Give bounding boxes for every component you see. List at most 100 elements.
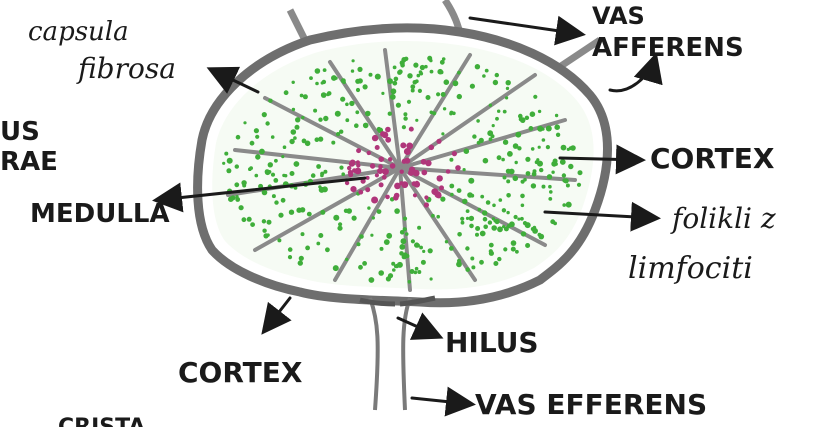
follicle-dot <box>318 233 323 238</box>
medulla-dot <box>425 160 431 166</box>
follicle-dot <box>506 193 511 198</box>
follicle-dot <box>472 134 476 138</box>
follicle-dot <box>526 171 531 176</box>
follicle-dot <box>341 172 345 176</box>
follicle-dot <box>283 145 287 149</box>
follicle-dot <box>424 65 428 69</box>
follicle-dot <box>305 246 310 251</box>
follicle-dot <box>440 197 445 202</box>
follicle-dot <box>403 116 407 120</box>
follicle-dot <box>506 211 509 214</box>
medulla-dot <box>439 185 444 190</box>
follicle-dot <box>541 128 544 131</box>
follicle-dot <box>549 190 553 194</box>
follicle-dot <box>501 158 505 162</box>
follicle-dot <box>262 219 266 223</box>
follicle-dot <box>403 112 407 116</box>
medulla-dot <box>377 168 383 174</box>
follicle-dot <box>403 217 407 221</box>
follicle-dot <box>315 137 320 142</box>
follicle-dot <box>533 169 537 173</box>
follicle-dot <box>475 233 479 237</box>
follicle-dot <box>226 168 231 173</box>
follicle-dot <box>489 243 494 248</box>
follicle-dot <box>377 209 382 214</box>
follicle-dot <box>539 168 543 172</box>
follicle-dot <box>265 169 270 174</box>
follicle-dot <box>492 217 495 220</box>
follicle-dot <box>495 219 500 224</box>
follicle-dot <box>331 75 337 81</box>
follicle-dot <box>517 218 520 221</box>
follicle-dot <box>289 210 294 215</box>
follicle-dot <box>525 243 530 248</box>
follicle-dot <box>566 202 572 208</box>
label-vas-afferens-2: AFFERENS <box>592 33 744 63</box>
follicle-dot <box>546 145 550 149</box>
follicle-dot <box>531 147 535 151</box>
follicle-dot <box>391 262 395 266</box>
follicle-dot <box>318 118 322 122</box>
medulla-dot <box>455 165 461 171</box>
follicle-dot <box>281 155 284 158</box>
medulla-dot <box>413 193 417 197</box>
follicle-dot <box>426 95 431 100</box>
follicle-dot <box>449 158 453 162</box>
follicle-dot <box>525 222 531 228</box>
label-hilus: HILUS <box>445 326 539 359</box>
follicle-dot <box>262 229 266 233</box>
follicle-dot <box>255 154 260 159</box>
medulla-dot <box>421 170 427 176</box>
follicle-dot <box>394 208 400 214</box>
follicle-dot <box>511 247 516 252</box>
medulla-dot <box>436 193 442 199</box>
follicle-dot <box>422 250 425 253</box>
follicle-dot <box>497 110 500 113</box>
follicle-dot <box>370 234 373 237</box>
medulla-dot <box>424 202 429 207</box>
follicle-dot <box>449 184 454 189</box>
follicle-dot <box>531 183 536 188</box>
medulla-dot <box>371 197 378 204</box>
follicle-dot <box>430 70 434 74</box>
follicle-dot <box>497 226 503 232</box>
medulla-dot <box>424 195 428 199</box>
follicle-dot <box>495 117 499 121</box>
follicle-dot <box>295 125 300 130</box>
follicle-dot <box>415 267 419 271</box>
follicle-dot <box>407 73 412 78</box>
label-fibrosa: fibrosa <box>76 52 176 85</box>
follicle-dot <box>322 80 326 84</box>
label-follicoli-2: limfociti <box>628 251 753 286</box>
follicle-dot <box>492 124 495 127</box>
follicle-dot <box>358 265 363 270</box>
follicle-dot <box>365 111 371 117</box>
follicle-dot <box>278 213 283 218</box>
medulla-dot <box>400 170 404 174</box>
medulla-dot <box>414 181 420 187</box>
follicle-dot <box>513 143 519 149</box>
follicle-dot <box>281 198 286 203</box>
follicle-dot <box>356 88 360 92</box>
follicle-dot <box>560 159 566 165</box>
follicle-dot <box>268 99 272 103</box>
follicle-dot <box>546 126 552 132</box>
follicle-dot <box>417 226 421 230</box>
follicle-dot <box>263 233 268 238</box>
medulla-dot <box>382 175 387 180</box>
follicle-dot <box>475 64 480 69</box>
medulla-dot <box>385 195 390 200</box>
follicle-dot <box>491 225 497 231</box>
follicle-dot <box>262 190 268 196</box>
follicle-dot <box>403 252 407 256</box>
follicle-dot <box>333 265 339 271</box>
follicle-dot <box>551 171 554 174</box>
follicle-dot <box>466 209 470 213</box>
follicle-dot <box>421 260 426 265</box>
label-partial-left-1: US <box>0 117 40 147</box>
follicle-dot <box>231 195 236 200</box>
follicle-dot <box>378 270 384 276</box>
follicle-dot <box>284 90 289 95</box>
follicle-dot <box>316 242 320 246</box>
follicle-dot <box>391 88 397 94</box>
